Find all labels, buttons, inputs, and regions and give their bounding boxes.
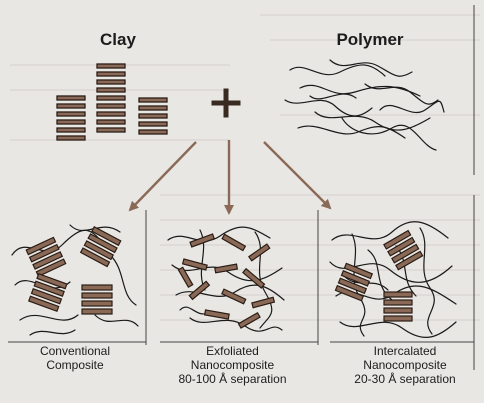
intercalated-line-1: Intercalated bbox=[330, 345, 480, 359]
polymer-chains bbox=[285, 60, 444, 150]
arrow-icon bbox=[130, 142, 196, 210]
clay-stacks bbox=[57, 64, 167, 140]
exfoliated-nanocomposite bbox=[168, 227, 284, 331]
arrows bbox=[130, 140, 330, 213]
exfoliated-line-2: Nanocomposite bbox=[160, 359, 305, 373]
arrow-icon bbox=[264, 142, 330, 208]
intercalated-caption: Intercalated Nanocomposite 20-30 Å separ… bbox=[330, 345, 480, 386]
conventional-line-1: Conventional bbox=[5, 345, 145, 359]
exfoliated-caption: Exfoliated Nanocomposite 80-100 Å separa… bbox=[160, 345, 305, 386]
exfoliated-line-3: 80-100 Å separation bbox=[160, 373, 305, 387]
exfoliated-line-1: Exfoliated bbox=[160, 345, 305, 359]
conventional-caption: Conventional Composite bbox=[5, 345, 145, 373]
conventional-composite bbox=[12, 225, 138, 335]
clay-label: Clay bbox=[88, 30, 148, 50]
polymer-label: Polymer bbox=[325, 30, 415, 50]
intercalated-line-2: Nanocomposite bbox=[330, 359, 480, 373]
plus-icon bbox=[214, 91, 238, 115]
intercalated-line-3: 20-30 Å separation bbox=[330, 373, 480, 387]
conventional-line-2: Composite bbox=[5, 359, 145, 373]
